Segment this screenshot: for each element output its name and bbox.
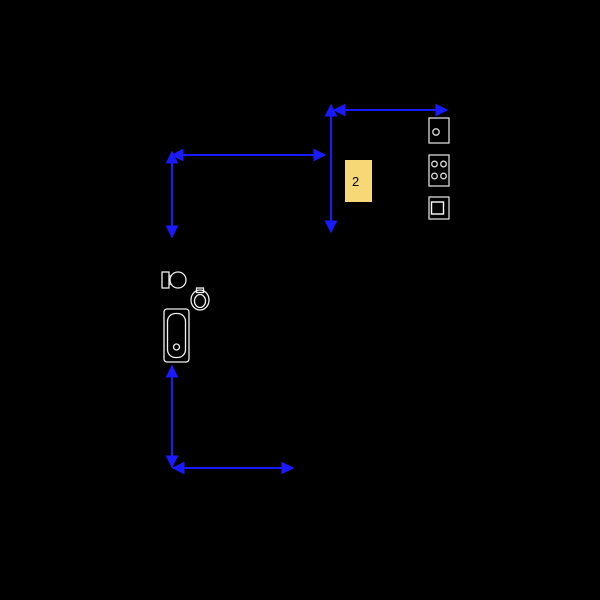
kitchen-upper-cabinet-knob-icon	[432, 128, 440, 136]
stove-burner-icon	[431, 172, 438, 180]
washbasin-outline	[190, 289, 210, 311]
toilet[interactable]	[161, 271, 187, 289]
stove-burner-icon	[440, 172, 447, 180]
stove-burner-icon	[440, 160, 447, 168]
washbasin-tap-icon	[195, 287, 205, 294]
room-zone-2-label: 2	[352, 174, 359, 189]
washbasin-basin-icon	[193, 293, 207, 309]
toilet-cistern-outline	[161, 271, 170, 289]
toilet-bowl-icon	[169, 271, 187, 289]
stove-outline	[428, 154, 450, 187]
kitchen-sink-basin-icon	[430, 201, 445, 215]
stove-burner-icon	[431, 160, 438, 168]
room-zone-2[interactable]: 2	[345, 160, 372, 202]
kitchen-sink-cabinet[interactable]	[428, 196, 450, 220]
kitchen-upper-cabinet[interactable]	[428, 117, 450, 144]
stove-four-burners[interactable]	[428, 154, 450, 187]
bathtub-drain-icon	[172, 343, 181, 351]
kitchen-upper-cabinet-outline	[428, 117, 450, 144]
room-zone-2-rect[interactable]	[345, 160, 372, 202]
bathtub-outline	[163, 308, 190, 363]
bathtub-inner-outline	[166, 312, 187, 359]
washbasin[interactable]	[190, 287, 210, 311]
kitchen-sink-cabinet-outline	[428, 196, 450, 220]
bathtub[interactable]	[163, 308, 190, 363]
